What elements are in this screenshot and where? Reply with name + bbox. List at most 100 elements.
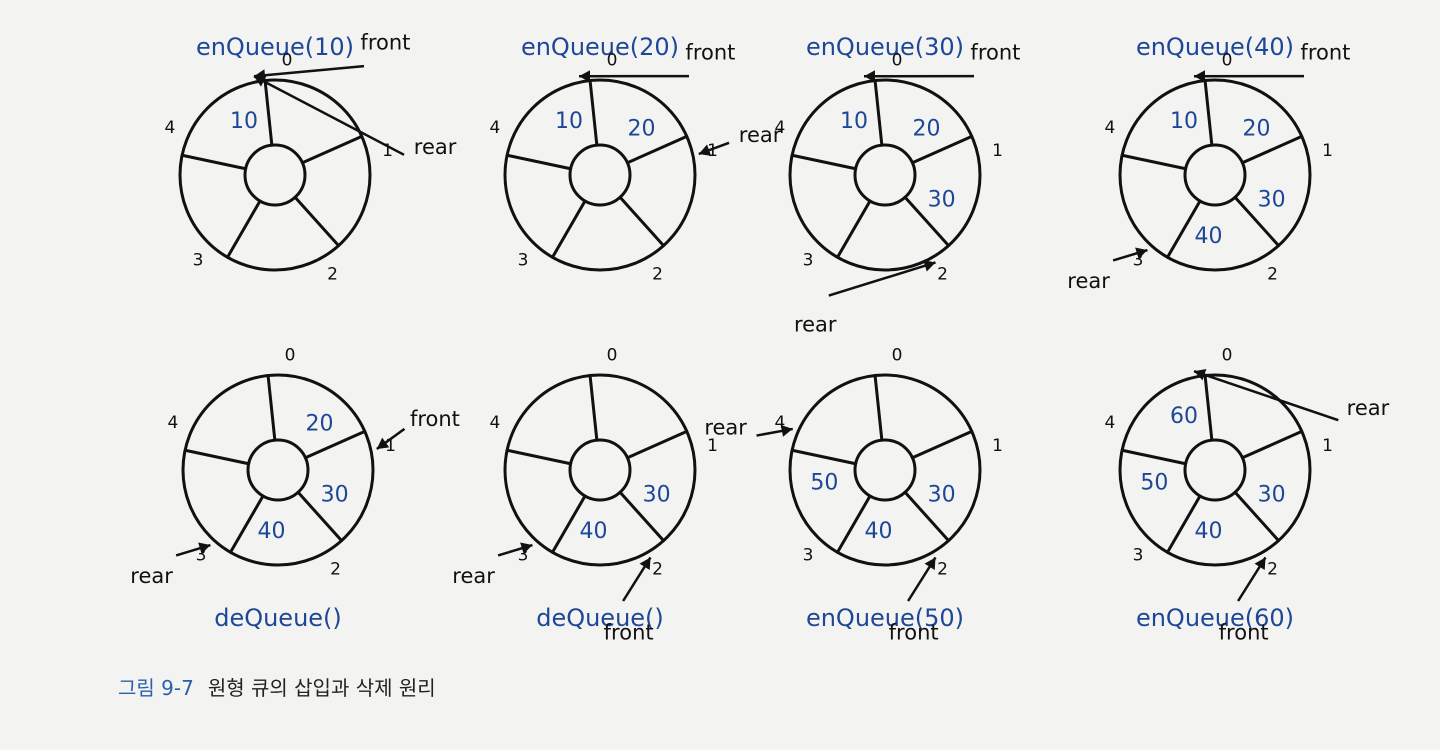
slot-value: 30 bbox=[321, 483, 349, 508]
queue-title: enQueue(30) bbox=[806, 33, 964, 61]
index-label: 0 bbox=[607, 51, 618, 71]
slot-divider bbox=[1120, 153, 1188, 171]
inner-ring bbox=[853, 438, 917, 502]
index-label: 2 bbox=[330, 560, 341, 580]
front-pointer-arrowhead bbox=[579, 70, 591, 83]
front-pointer-label: front bbox=[410, 407, 460, 431]
queue-title: deQueue() bbox=[536, 604, 664, 632]
slot-divider bbox=[296, 490, 344, 543]
index-label: 0 bbox=[282, 51, 293, 71]
front-pointer-arrow bbox=[253, 64, 365, 78]
slot-divider bbox=[1233, 490, 1281, 543]
index-label: 1 bbox=[992, 436, 1003, 456]
slot-value: 10 bbox=[230, 109, 258, 134]
rear-pointer-label: rear bbox=[1347, 396, 1390, 420]
slot-value: 50 bbox=[1140, 470, 1168, 495]
slot-divider bbox=[618, 195, 666, 248]
slot-divider bbox=[183, 448, 251, 466]
index-label: 1 bbox=[1322, 141, 1333, 161]
front-pointer-arrowhead bbox=[1254, 557, 1266, 570]
front-pointer-arrowhead bbox=[924, 557, 936, 570]
slot-divider bbox=[1166, 494, 1202, 554]
slot-divider bbox=[910, 429, 974, 460]
slot-value: 20 bbox=[1242, 116, 1270, 141]
slot-value: 40 bbox=[865, 519, 893, 544]
inner-ring bbox=[853, 143, 917, 207]
index-label: 1 bbox=[382, 141, 393, 161]
slot-value: 30 bbox=[643, 483, 671, 508]
rear-pointer-label: rear bbox=[704, 415, 747, 439]
rear-pointer-arrowhead bbox=[780, 425, 793, 437]
index-label: 2 bbox=[937, 560, 948, 580]
circular-queue-diagram: enQueue(10)1001234frontrearenQueue(20)10… bbox=[130, 30, 1390, 645]
slot-divider bbox=[1203, 79, 1214, 147]
slot-divider bbox=[836, 199, 872, 259]
rear-pointer-label: rear bbox=[1067, 269, 1110, 293]
index-label: 0 bbox=[285, 346, 296, 366]
index-label: 4 bbox=[775, 413, 786, 433]
slot-value: 60 bbox=[1170, 404, 1198, 429]
outer-ring bbox=[788, 78, 982, 272]
slot-divider bbox=[625, 134, 689, 165]
index-label: 0 bbox=[892, 346, 903, 366]
index-label: 2 bbox=[652, 560, 663, 580]
slot-divider bbox=[625, 429, 689, 460]
outer-ring bbox=[178, 78, 372, 272]
front-pointer-label: front bbox=[360, 30, 410, 54]
index-label: 3 bbox=[1133, 545, 1144, 565]
index-label: 3 bbox=[803, 545, 814, 565]
slot-value: 20 bbox=[627, 116, 655, 141]
slot-divider bbox=[1203, 374, 1214, 442]
slot-divider bbox=[618, 490, 666, 543]
front-pointer-label: front bbox=[604, 620, 654, 644]
queue-title: enQueue(20) bbox=[521, 33, 679, 61]
index-label: 1 bbox=[385, 436, 396, 456]
queue-title: enQueue(10) bbox=[196, 33, 354, 61]
slot-value: 50 bbox=[810, 470, 838, 495]
slot-divider bbox=[903, 490, 951, 543]
outer-ring bbox=[503, 373, 697, 567]
slot-divider bbox=[551, 494, 587, 554]
slot-divider bbox=[229, 494, 265, 554]
rear-pointer-arrow bbox=[828, 261, 936, 297]
index-label: 0 bbox=[892, 51, 903, 71]
index-label: 1 bbox=[707, 141, 718, 161]
slot-divider bbox=[873, 79, 884, 147]
queue-title: deQueue() bbox=[214, 604, 342, 632]
slot-value: 30 bbox=[928, 188, 956, 213]
index-label: 3 bbox=[1133, 250, 1144, 270]
queue-title: enQueue(60) bbox=[1136, 604, 1294, 632]
front-pointer-label: front bbox=[970, 40, 1020, 64]
queue-title: enQueue(50) bbox=[806, 604, 964, 632]
slot-value: 30 bbox=[928, 483, 956, 508]
slot-value: 10 bbox=[840, 109, 868, 134]
rear-pointer-arrowhead bbox=[198, 542, 211, 554]
inner-ring bbox=[246, 438, 310, 502]
index-label: 2 bbox=[937, 265, 948, 285]
slot-divider bbox=[505, 448, 573, 466]
slot-divider bbox=[293, 195, 341, 248]
slot-value: 10 bbox=[1170, 109, 1198, 134]
outer-ring bbox=[1118, 78, 1312, 272]
slot-value: 20 bbox=[305, 411, 333, 436]
index-label: 0 bbox=[1222, 51, 1233, 71]
index-label: 2 bbox=[652, 265, 663, 285]
inner-ring bbox=[1183, 143, 1247, 207]
index-label: 2 bbox=[1267, 560, 1278, 580]
index-label: 1 bbox=[992, 141, 1003, 161]
slot-divider bbox=[263, 79, 274, 147]
slot-divider bbox=[873, 374, 884, 442]
slot-divider bbox=[903, 195, 951, 248]
index-label: 4 bbox=[775, 118, 786, 138]
slot-divider bbox=[1240, 429, 1304, 460]
rear-pointer-arrow bbox=[1193, 370, 1339, 422]
rear-pointer-label: rear bbox=[130, 564, 173, 588]
slot-value: 30 bbox=[1258, 188, 1286, 213]
index-label: 3 bbox=[518, 545, 529, 565]
